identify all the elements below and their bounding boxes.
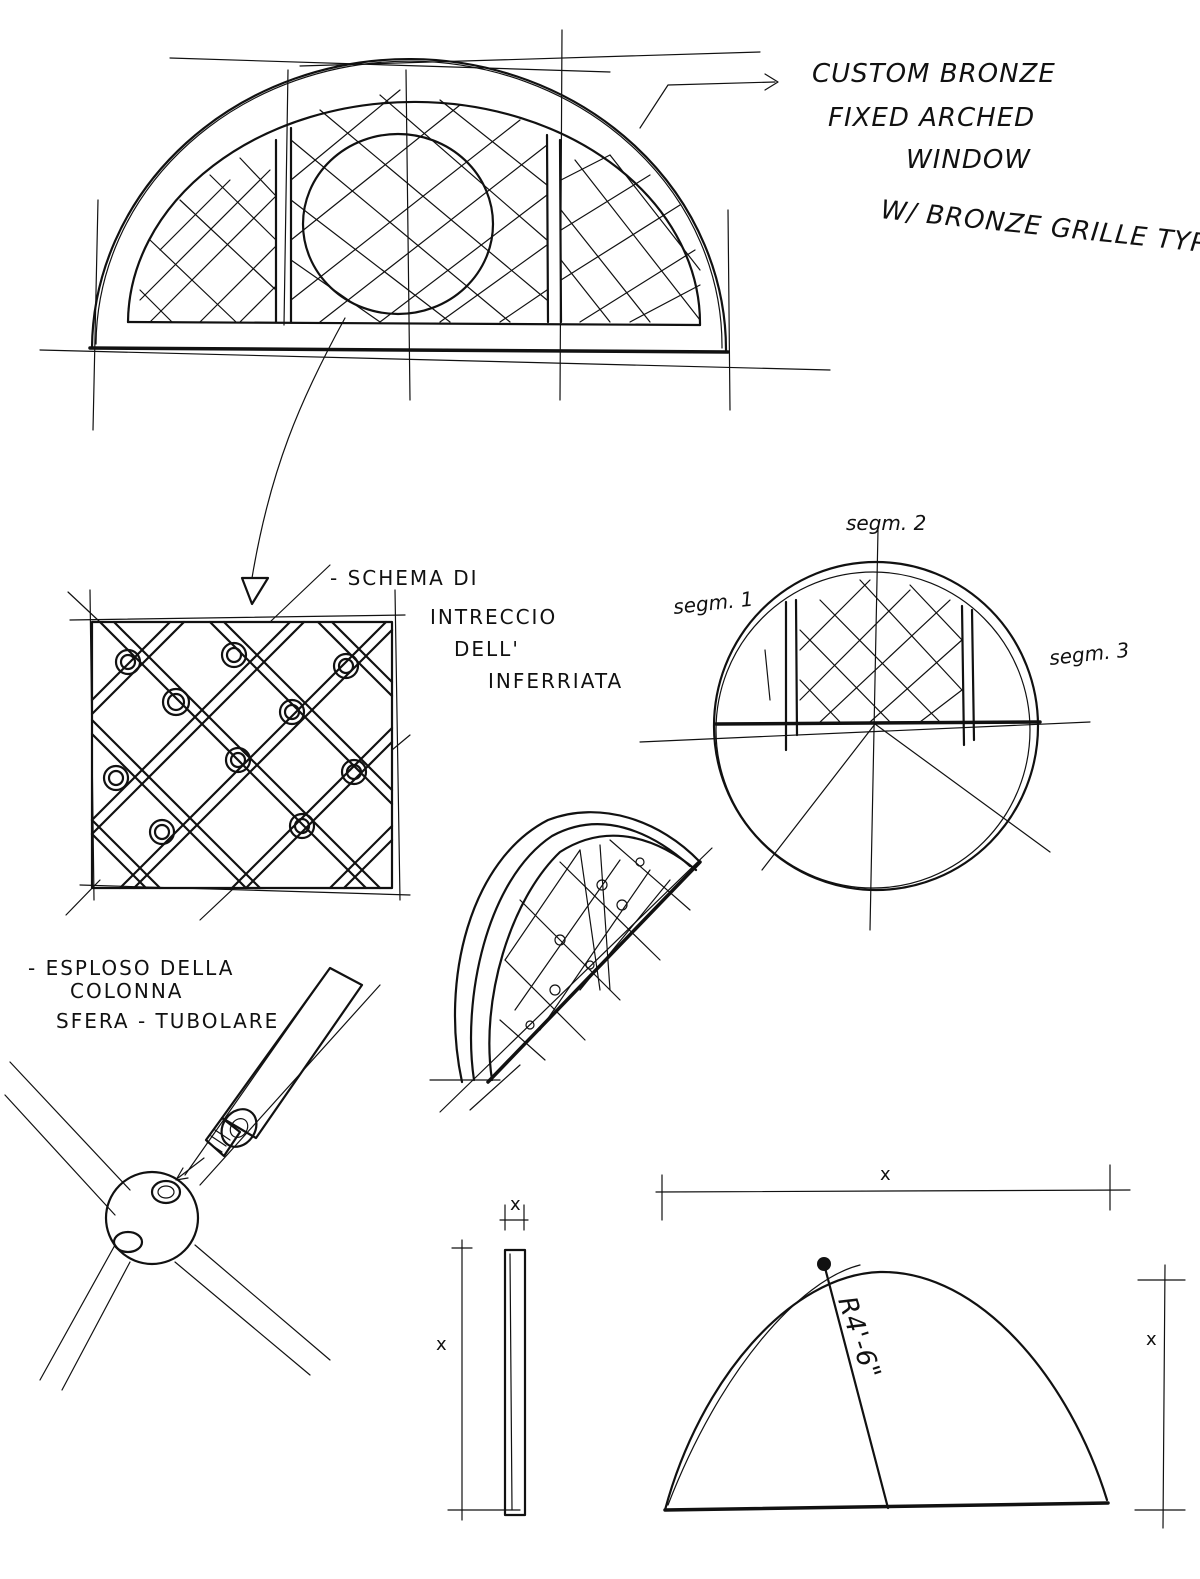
- profile-width-label: x: [510, 1194, 521, 1215]
- bar-profile-section: [447, 1204, 529, 1521]
- grid-note-line-1: - SCHEMA DI: [330, 566, 479, 590]
- perspective-arched-window: [429, 811, 713, 1113]
- main-title-line-4: W/ BRONZE GRILLE TYP.: [879, 195, 1200, 260]
- joint-note-line-1: - ESPLOSO DELLA: [28, 956, 234, 980]
- arched-window-elevation: [39, 29, 831, 606]
- arch-dimension-diagram: [655, 1164, 1186, 1529]
- joint-detail-note: - ESPLOSO DELLA COLONNA SFERA - TUBOLARE: [28, 956, 279, 1033]
- grille-lattice-detail: [65, 564, 411, 921]
- radius-label: R4'-6": [831, 1293, 886, 1384]
- grid-note-line-3: DELL': [454, 637, 520, 661]
- grid-note-line-2: INTRECCIO: [430, 605, 557, 629]
- segment-3-label: segm. 3: [1048, 638, 1130, 670]
- main-title-line-1: CUSTOM BRONZE: [812, 59, 1056, 89]
- segment-1-label: segm. 1: [672, 587, 754, 619]
- exploded-sphere-tube-joint: [4, 966, 381, 1391]
- joint-note-line-2: COLONNA: [70, 979, 183, 1003]
- main-title-line-2: FIXED ARCHED: [828, 103, 1035, 133]
- dim-width-label: x: [880, 1164, 891, 1185]
- circular-segment-diagram: [639, 529, 1091, 931]
- profile-height-label: x: [436, 1334, 447, 1355]
- grid-note-line-4: INFERRIATA: [488, 669, 623, 693]
- dim-height-label: x: [1146, 1329, 1157, 1350]
- segment-2-label: segm. 2: [846, 511, 926, 535]
- main-title-line-3: WINDOW: [906, 145, 1031, 175]
- joint-note-line-3: SFERA - TUBOLARE: [56, 1009, 279, 1033]
- main-title-note: CUSTOM BRONZE FIXED ARCHED WINDOW W/ BRO…: [812, 59, 1200, 260]
- grid-detail-note: - SCHEMA DI INTRECCIO DELL' INFERRIATA: [330, 566, 623, 693]
